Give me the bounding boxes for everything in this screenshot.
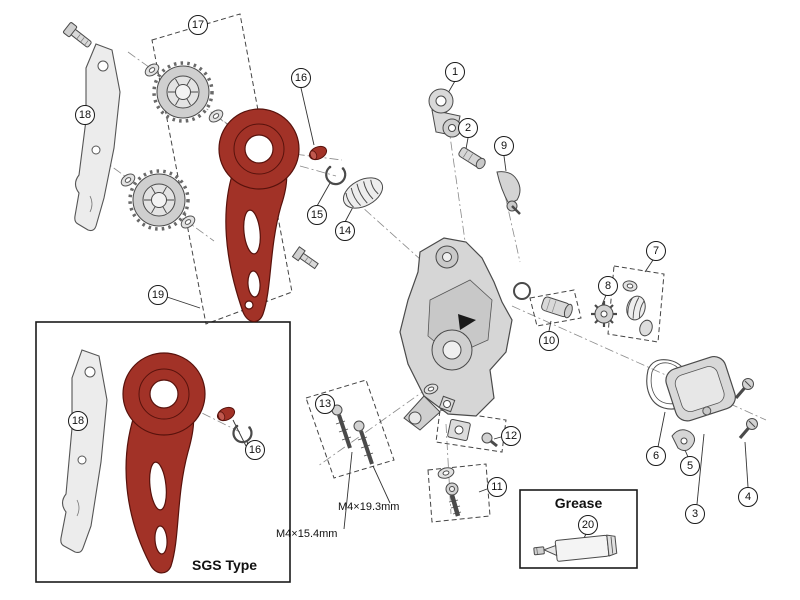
callout-4: 4: [738, 487, 758, 507]
callout-2: 2: [458, 118, 478, 138]
callout-15: 15: [307, 205, 327, 225]
tension-pulley-drawing: [128, 169, 190, 231]
callout-6: 6: [646, 446, 666, 466]
bolt-length-label-long: M4×19.3mm: [338, 501, 400, 513]
bolt-length-label-short: M4×15.4mm: [276, 528, 338, 540]
mounting-bolt-drawing: [437, 467, 462, 517]
callout-3: 3: [685, 504, 705, 524]
latch-drawing: [671, 429, 696, 452]
case-screws-drawing: [734, 378, 758, 440]
pulley-unit-box: [151, 13, 293, 325]
outer-cage-plate-gs-drawing: [218, 108, 300, 323]
pulley-washers: [120, 63, 224, 229]
grease-tube-drawing: [533, 534, 618, 562]
tension-unit-parts-drawing: [622, 280, 653, 337]
callout-18: 18: [75, 105, 95, 125]
cable-fixing-arm-drawing: [496, 171, 521, 215]
callout-11: 11: [487, 477, 507, 497]
stop-screw-drawing: [291, 246, 319, 270]
callout-14: 14: [335, 221, 355, 241]
barrel-unit-box: [529, 289, 582, 327]
callout-20: 20: [578, 515, 598, 535]
grease-box: [519, 489, 638, 569]
main-body-drawing: [399, 237, 513, 431]
cage-spring-drawing: [342, 177, 384, 209]
callout-17: 17: [188, 15, 208, 35]
sgs-inner-plate-drawing: [60, 349, 108, 554]
callout-12: 12: [501, 426, 521, 446]
plate-screw-set-drawing: [423, 383, 498, 448]
sgs-type-box: [35, 321, 291, 583]
callout-1: 1: [445, 62, 465, 82]
case-cover-drawing: [665, 356, 736, 422]
callout-5: 5: [680, 456, 700, 476]
callout-7: 7: [646, 241, 666, 261]
plate-screw-box: [435, 409, 507, 453]
barrel-unit-drawing: [513, 282, 573, 319]
callout-16: 16: [291, 68, 311, 88]
sgs-stopper-pin-drawing: [216, 406, 236, 422]
plate-bolt-drawing: [63, 22, 92, 48]
callout-19: 19: [148, 285, 168, 305]
sgs-snap-ring-drawing: [232, 424, 253, 444]
inner-cage-plate-drawing: [74, 43, 121, 232]
grease-label: Grease: [554, 495, 603, 511]
cage-stopper-pin-drawing: [308, 145, 328, 161]
frame-boxes: [35, 321, 638, 583]
callout-18-b: 18: [68, 411, 88, 431]
mount-bolt-box: [427, 463, 491, 523]
callout-9: 9: [494, 136, 514, 156]
limit-screws-box: [305, 379, 395, 479]
callout-16-b: 16: [245, 440, 265, 460]
bracket-bolt-drawing: [458, 147, 486, 170]
guide-pulley-drawing: [152, 61, 214, 123]
outer-cage-plate-sgs-drawing: [122, 352, 206, 574]
callout-13: 13: [315, 394, 335, 414]
limit-screws-drawing: [331, 404, 374, 465]
leader-lines: [77, 80, 749, 541]
ratchet-gear-drawing: [591, 301, 617, 327]
callout-8: 8: [598, 276, 618, 296]
snap-ring-drawing: [325, 165, 347, 186]
callout-10: 10: [539, 331, 559, 351]
sgs-type-label: SGS Type: [192, 557, 258, 573]
